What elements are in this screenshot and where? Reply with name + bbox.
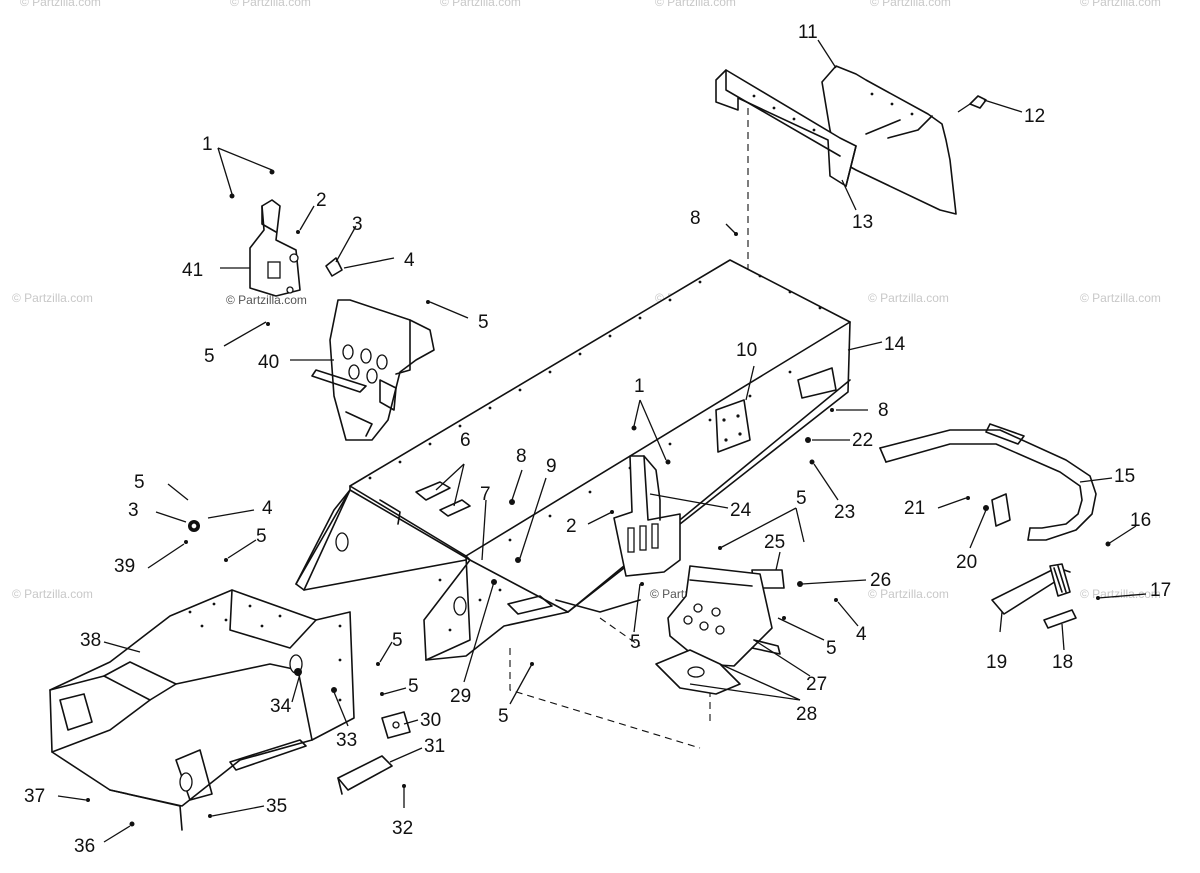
watermark-inner: © Partzilla.com [226,293,307,307]
rear-flap-assembly [715,65,987,215]
callout-4: 4 [262,498,273,519]
callout-13: 13 [852,212,873,233]
bracket-20 [991,493,1011,527]
callout-17: 17 [1150,580,1171,601]
callout-34: 34 [270,696,292,717]
callout-29: 29 [450,686,471,707]
callout-19: 19 [986,652,1007,673]
watermark: © Partzilla.com [230,0,311,9]
watermark: © Partzilla.com [868,587,949,601]
bulkhead-rivets [188,602,342,702]
callout-5: 5 [256,526,267,547]
callout-23: 23 [834,502,855,523]
callout-3: 3 [128,500,139,521]
watermark: © Partzilla.com [12,291,93,305]
bulkhead-38 [49,589,355,831]
callout-20: 20 [956,552,977,573]
callout-18: 18 [1052,652,1073,673]
callout-labels: 1 2 3 4 41 5 5 40 11 12 13 8 14 10 8 22 … [24,22,1171,857]
callout-5: 5 [826,638,837,659]
bracket-41 [229,169,343,297]
bracket-28 [655,649,741,695]
rivet-row [752,92,914,132]
callout-4: 4 [856,624,867,645]
watermark: © Partzilla.com [870,0,951,9]
plate-10 [715,399,751,453]
leader-lines [57,39,1147,843]
callout-21: 21 [904,498,925,519]
watermark: © Partzilla.com [655,0,736,9]
callout-37: 37 [24,786,45,807]
watermark: © Partzilla.com [1080,291,1161,305]
callout-27: 27 [806,674,827,695]
callout-5: 5 [498,706,509,727]
clip-12 [969,95,987,109]
callout-5: 5 [134,472,145,493]
callout-5: 5 [392,630,403,651]
callout-38: 38 [80,630,101,651]
bumper-15 [879,423,1097,541]
tunnel-rivets [368,274,822,632]
callout-1: 1 [202,134,213,155]
callout-2: 2 [566,516,577,537]
bracket-27 [667,565,781,667]
watermark: © Partzilla.com [12,587,93,601]
bracket-40 [311,299,435,441]
callout-26: 26 [870,570,891,591]
callout-12: 12 [1024,106,1045,127]
watermark: © Partzilla.com [1080,0,1161,9]
callout-31: 31 [424,736,445,757]
callout-28: 28 [796,704,817,725]
callout-7: 7 [480,484,491,505]
watermark: © Partzilla.com [20,0,101,9]
post-24 [610,425,681,577]
callout-8: 8 [878,400,889,421]
callout-32: 32 [392,818,413,839]
watermark: © Partzilla.com [868,291,949,305]
callout-8: 8 [516,446,527,467]
callout-35: 35 [266,796,287,817]
callout-14: 14 [884,334,906,355]
callout-39: 39 [114,556,135,577]
callout-1: 1 [634,376,645,397]
callout-10: 10 [736,340,757,361]
plate-6a [415,481,451,501]
tunnel-14 [295,259,851,661]
callout-41: 41 [182,260,203,281]
callout-5: 5 [408,676,419,697]
callout-2: 2 [316,190,327,211]
callout-5: 5 [630,632,641,653]
callout-5: 5 [478,312,489,333]
handle-19 [991,563,1077,629]
pad-18 [1043,609,1077,629]
callout-40: 40 [258,352,279,373]
callout-5: 5 [204,346,215,367]
plate-31 [337,755,393,795]
watermark: © Partzilla.com [440,0,521,9]
callout-25: 25 [764,532,785,553]
callout-11: 11 [798,22,818,43]
callout-30: 30 [420,710,441,731]
callout-15: 15 [1114,466,1135,487]
callout-9: 9 [546,456,557,477]
callout-4: 4 [404,250,415,271]
watermark: © Partzilla.com [1080,587,1161,601]
callout-33: 33 [336,730,357,751]
callout-6: 6 [460,430,471,451]
callout-5: 5 [796,488,807,509]
callout-22: 22 [852,430,873,451]
callout-36: 36 [74,836,95,857]
callout-24: 24 [730,500,752,521]
callout-16: 16 [1130,510,1151,531]
callout-3: 3 [352,214,363,235]
block-30 [381,711,411,739]
callout-8: 8 [690,208,701,229]
